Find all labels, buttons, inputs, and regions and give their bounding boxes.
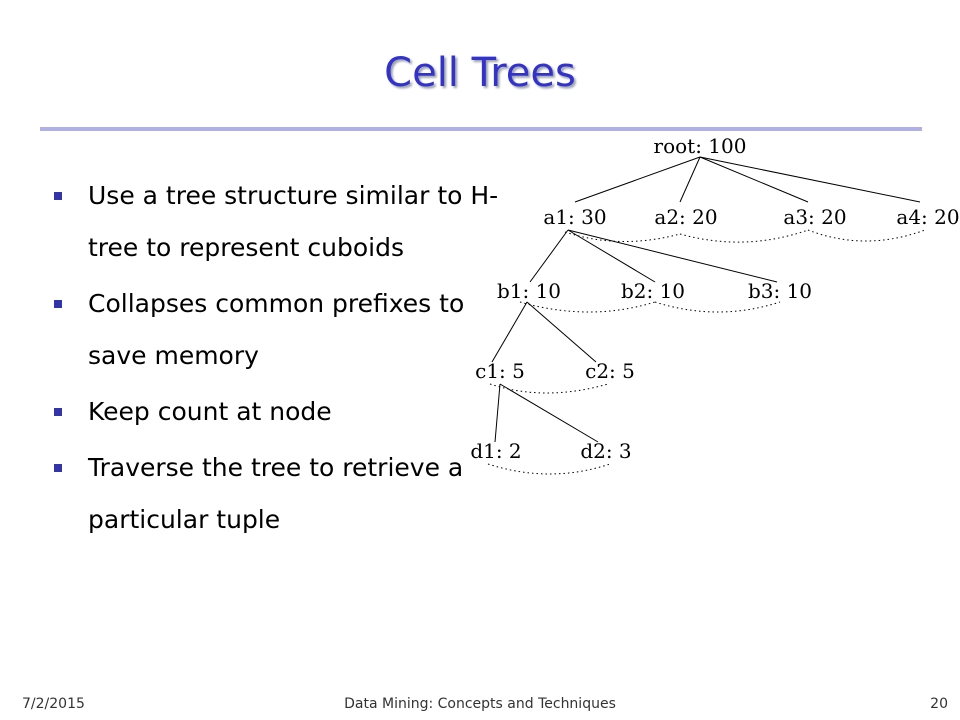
footer-title: Data Mining: Concepts and Techniques (344, 696, 616, 712)
tree-edges (491, 156, 921, 443)
edge-a1-b2 (567, 229, 656, 283)
link-a1-a2 (564, 231, 681, 243)
edge-b1-c1 (491, 301, 528, 363)
bullet-item: Collapses common prefixes to save memory (50, 278, 500, 382)
node-c1: c1: 5 (475, 359, 525, 383)
link-c1-c2 (489, 383, 609, 394)
cell-tree-diagram: root: 100 a1: 30 a2: 20 a3: 20 a4: 20 b1… (470, 134, 960, 475)
edge-root-a2 (679, 156, 701, 203)
edge-a1-b3 (567, 229, 778, 283)
link-b1-b2 (519, 301, 656, 313)
bullet-text: Keep count at node (88, 397, 332, 426)
edge-a1-b1 (529, 229, 569, 283)
bullet-item: Keep count at node (50, 386, 500, 438)
edge-b1-c2 (526, 301, 597, 363)
link-d1-d2 (487, 463, 611, 475)
node-a4: a4: 20 (896, 205, 959, 229)
bullet-text: Use a tree structure similar to H-tree t… (88, 181, 499, 262)
bullet-item: Use a tree structure similar to H-tree t… (50, 170, 500, 274)
bullet-list: Use a tree structure similar to H-tree t… (50, 170, 500, 550)
title-divider (40, 127, 922, 131)
node-a3: a3: 20 (783, 205, 846, 229)
link-a3-a4 (807, 229, 926, 242)
node-root: root: 100 (654, 134, 747, 158)
edge-c1-d1 (494, 383, 501, 443)
node-b1: b1: 10 (497, 279, 561, 303)
edge-root-a3 (699, 156, 809, 203)
slide-title: Cell Trees (384, 50, 576, 96)
edge-root-a4 (699, 156, 921, 203)
node-b3: b3: 10 (748, 279, 812, 303)
square-bullet-icon (54, 464, 62, 472)
page-number: 20 (930, 696, 948, 712)
square-bullet-icon (54, 192, 62, 200)
bullet-text: Collapses common prefixes to save memory (88, 289, 465, 370)
edge-c1-d2 (499, 383, 599, 443)
edge-root-a1 (574, 156, 701, 203)
node-d1: d1: 2 (470, 439, 521, 463)
link-b2-b3 (654, 301, 781, 313)
node-d2: d2: 3 (580, 439, 631, 463)
bullet-text: Traverse the tree to retrieve a particul… (88, 453, 464, 534)
link-a2-a3 (679, 229, 809, 243)
bullet-item: Traverse the tree to retrieve a particul… (50, 442, 500, 546)
square-bullet-icon (54, 408, 62, 416)
sibling-links (487, 229, 926, 475)
node-a1: a1: 30 (543, 205, 606, 229)
node-b2: b2: 10 (621, 279, 685, 303)
node-a2: a2: 20 (654, 205, 717, 229)
square-bullet-icon (54, 300, 62, 308)
node-c2: c2: 5 (585, 359, 635, 383)
footer-date: 7/2/2015 (22, 696, 85, 712)
